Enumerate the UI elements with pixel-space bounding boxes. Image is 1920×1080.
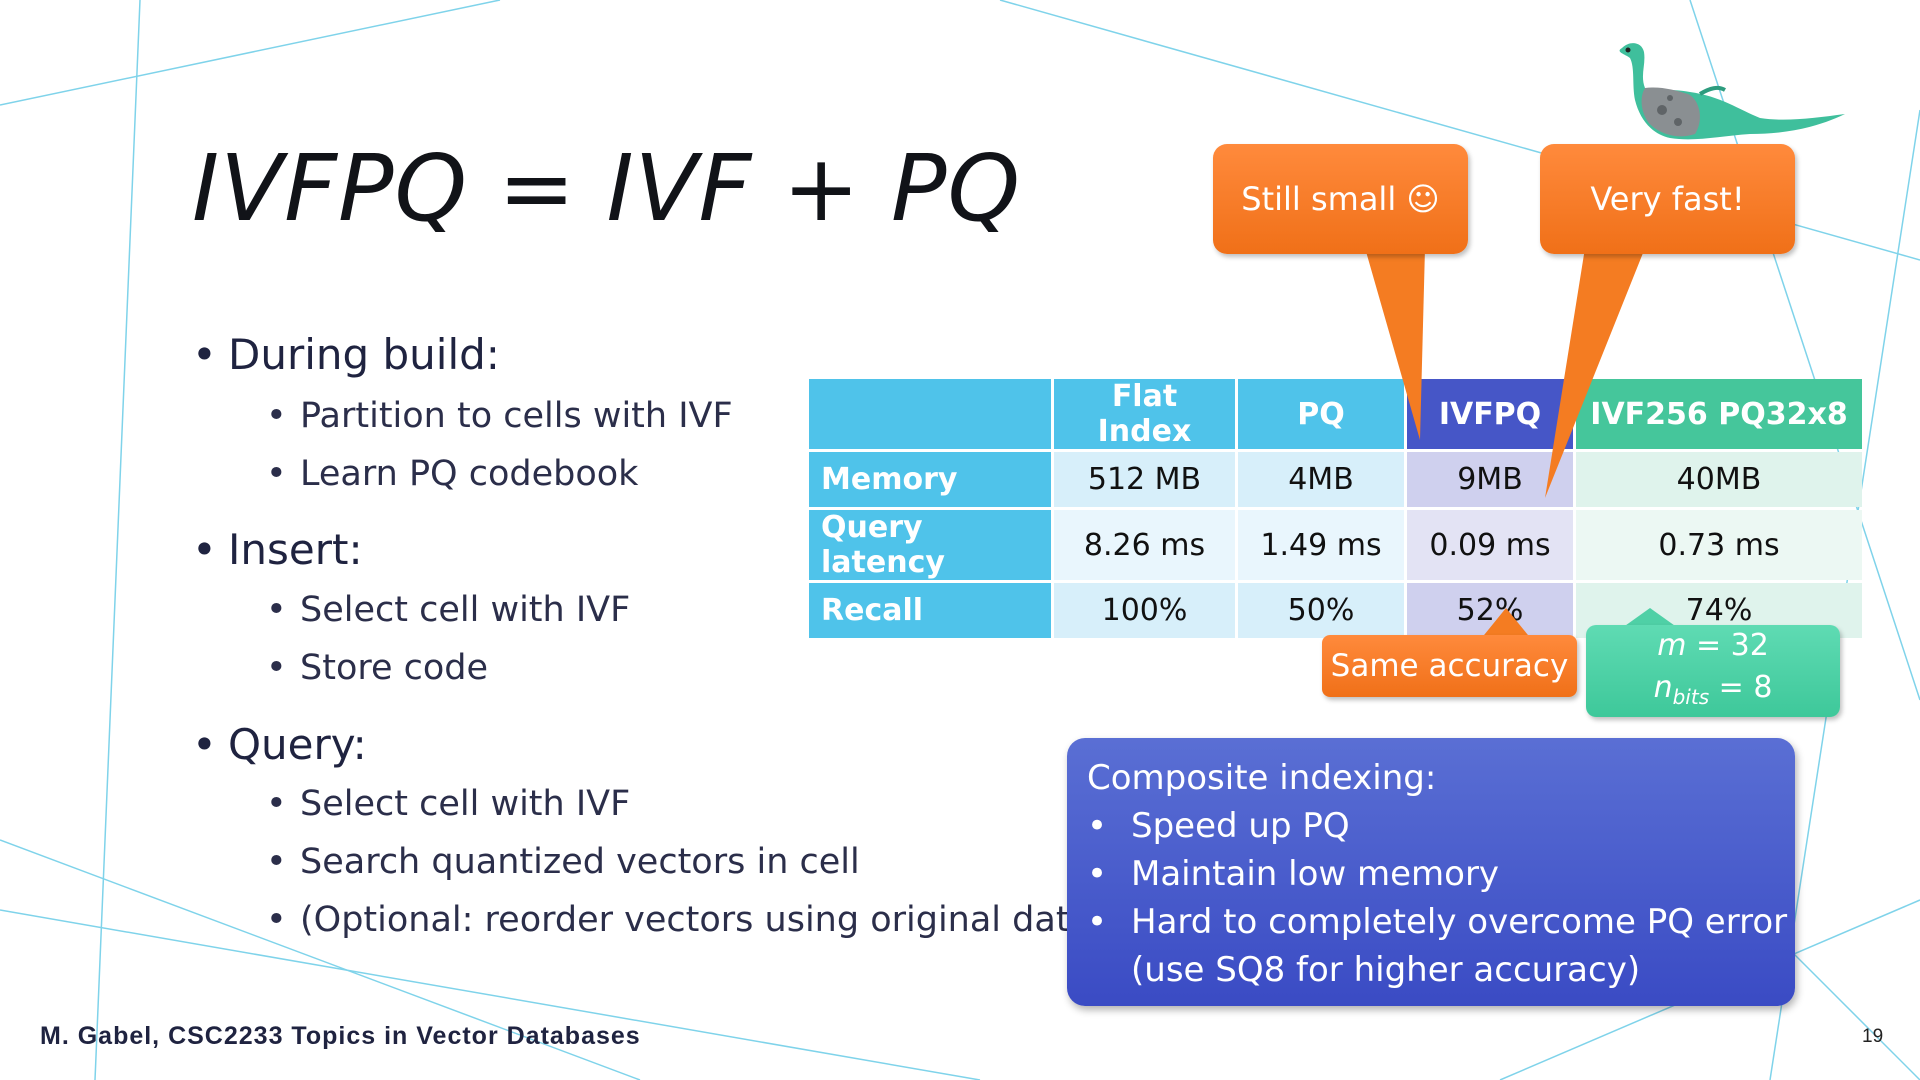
sub-bullet: •Partition to cells with IVF [266,396,733,436]
param-m: m = 32 [1657,627,1769,663]
callout-params: m = 32 nbits = 8 [1586,625,1840,717]
table-cell: 50% [1238,583,1404,638]
table-cell: 1.49 ms [1238,510,1404,580]
sub-bullet: •Store code [266,648,489,688]
table-cell: 9MB [1407,452,1573,507]
dinosaur-illustration [1619,43,1845,140]
row-label: Memory [809,452,1051,507]
bullet-insert: •Insert: [192,525,363,574]
slide-footer: M. Gabel, CSC2233 Topics in Vector Datab… [40,1022,641,1050]
bullet-query: •Query: [192,720,367,769]
row-label: Recall [809,583,1051,638]
sub-bullet: •Select cell with IVF [266,784,631,824]
sub-bullet: •Select cell with IVF [266,590,631,630]
bullet-during-build: •During build: [192,330,500,379]
param-nbits: nbits = 8 [1653,669,1773,709]
table-header-cell: PQ [1238,379,1404,449]
callout-same-accuracy: Same accuracy [1322,635,1577,697]
table-row: Memory 512 MB 4MB 9MB 40MB [809,452,1862,507]
composite-item: •Maintain low memory [1087,854,1500,894]
sub-bullet: •Learn PQ codebook [266,454,639,494]
composite-indexing-box: Composite indexing: •Speed up PQ •Mainta… [1067,738,1795,1006]
page-number: 19 [1862,1026,1884,1047]
table-cell: 8.26 ms [1054,510,1235,580]
table-row: Query latency 8.26 ms 1.49 ms 0.09 ms 0.… [809,510,1862,580]
table-header-cell: IVFPQ [1407,379,1573,449]
table-header-cell: IVF256 PQ32x8 [1576,379,1862,449]
table-cell: 512 MB [1054,452,1235,507]
table-cell: 4MB [1238,452,1404,507]
table-cell: 0.09 ms [1407,510,1573,580]
sub-bullet: •Search quantized vectors in cell [266,842,860,882]
table-cell: 100% [1054,583,1235,638]
table-header-cell: Flat Index [1054,379,1235,449]
callout-very-fast: Very fast! [1540,144,1795,254]
table-header-cell [809,379,1051,449]
row-label: Query latency [809,510,1051,580]
table-cell: 40MB [1576,452,1862,507]
slide-title: IVFPQ = IVF + PQ [192,135,1021,242]
table-cell: 0.73 ms [1576,510,1862,580]
composite-title: Composite indexing: [1087,758,1437,798]
comparison-table: Flat Index PQ IVFPQ IVF256 PQ32x8 Memory… [806,376,1865,641]
composite-item: •Speed up PQ [1087,806,1350,846]
sub-bullet: •(Optional: reorder vectors using origin… [266,900,1105,940]
callout-still-small: Still small ☺ [1213,144,1468,254]
table-header-row: Flat Index PQ IVFPQ IVF256 PQ32x8 [809,379,1862,449]
composite-item: •Hard to completely overcome PQ error [1087,902,1788,942]
composite-item-continued: (use SQ8 for higher accuracy) [1131,950,1641,990]
table-cell: 52% [1407,583,1573,638]
